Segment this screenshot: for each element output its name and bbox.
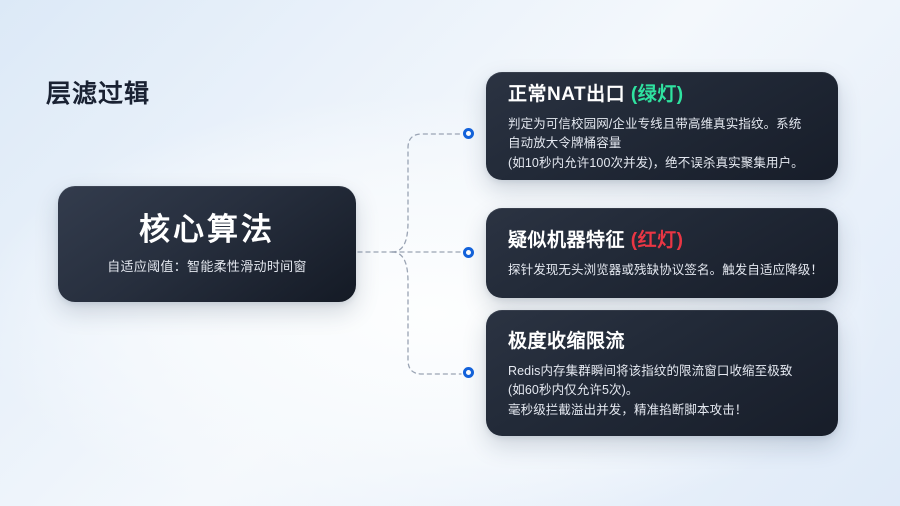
branch-card-3-body-line-2: (如60秒内仅允许5次)。 — [508, 383, 639, 398]
branch-card-1-body-line-2: 自动放大令牌桶容量 — [508, 136, 622, 151]
core-card-subtitle: 自适应阈值：智能柔性滑动时间窗 — [107, 259, 307, 275]
branch-card-normal-nat-exit[interactable]: 正常NAT出口 (绿灯) 判定为可信校园网/企业专线且带高维真实指纹。系统 自动… — [486, 72, 838, 180]
page-title: 层滤过辑 — [46, 80, 151, 108]
node-dot-branch-3 — [463, 367, 474, 378]
branch-card-1-body-line-3: (如10秒内允许100次并发)，绝不误杀真实聚集用户。 — [508, 155, 804, 170]
branch-card-2-body-line-1: 探针发现无头浏览器或残缺协议签名。触发自适应降级！ — [508, 263, 824, 278]
branch-card-3-body-line-3: 毫秒级拦截溢出并发，精准掐断脚本攻击！ — [508, 402, 748, 417]
branch-card-3-body-line-1: Redis内存集群瞬间将该指纹的限流窗口收缩至极致 — [508, 363, 793, 378]
core-algorithm-card[interactable]: 核心算法 自适应阈值：智能柔性滑动时间窗 — [58, 186, 356, 302]
connector-branch-1 — [391, 133, 462, 253]
branch-card-3-body: Redis内存集群瞬间将该指纹的限流窗口收缩至极致 (如60秒内仅允许5次)。 … — [508, 362, 818, 420]
branch-card-extreme-throttle[interactable]: 极度收缩限流 Redis内存集群瞬间将该指纹的限流窗口收缩至极致 (如60秒内仅… — [486, 310, 838, 436]
branch-card-1-title-accent: (绿灯) — [630, 83, 684, 105]
core-card-title: 核心算法 — [139, 211, 275, 247]
branch-card-suspected-bot[interactable]: 疑似机器特征 (红灯) 探针发现无头浏览器或残缺协议签名。触发自适应降级！ — [486, 208, 838, 298]
branch-card-2-title: 疑似机器特征 (红灯) — [508, 225, 818, 252]
connector-branch-3 — [391, 251, 462, 375]
node-dot-branch-1 — [463, 128, 474, 139]
node-dot-branch-2 — [463, 247, 474, 258]
branch-card-1-title: 正常NAT出口 (绿灯) — [508, 79, 818, 106]
branch-card-1-title-main: 正常NAT出口 — [508, 83, 631, 105]
branch-card-2-title-main: 疑似机器特征 — [508, 230, 631, 252]
branch-card-2-title-accent: (红灯) — [630, 230, 684, 252]
branch-card-1-body: 判定为可信校园网/企业专线且带高维真实指纹。系统 自动放大令牌桶容量 (如10秒… — [508, 115, 818, 173]
branch-card-2-body: 探针发现无头浏览器或残缺协议签名。触发自适应降级！ — [508, 261, 824, 280]
branch-card-3-title: 极度收缩限流 — [508, 326, 818, 353]
branch-card-3-title-main: 极度收缩限流 — [508, 330, 626, 352]
branch-card-1-body-line-1: 判定为可信校园网/企业专线且带高维真实指纹。系统 — [508, 116, 802, 131]
